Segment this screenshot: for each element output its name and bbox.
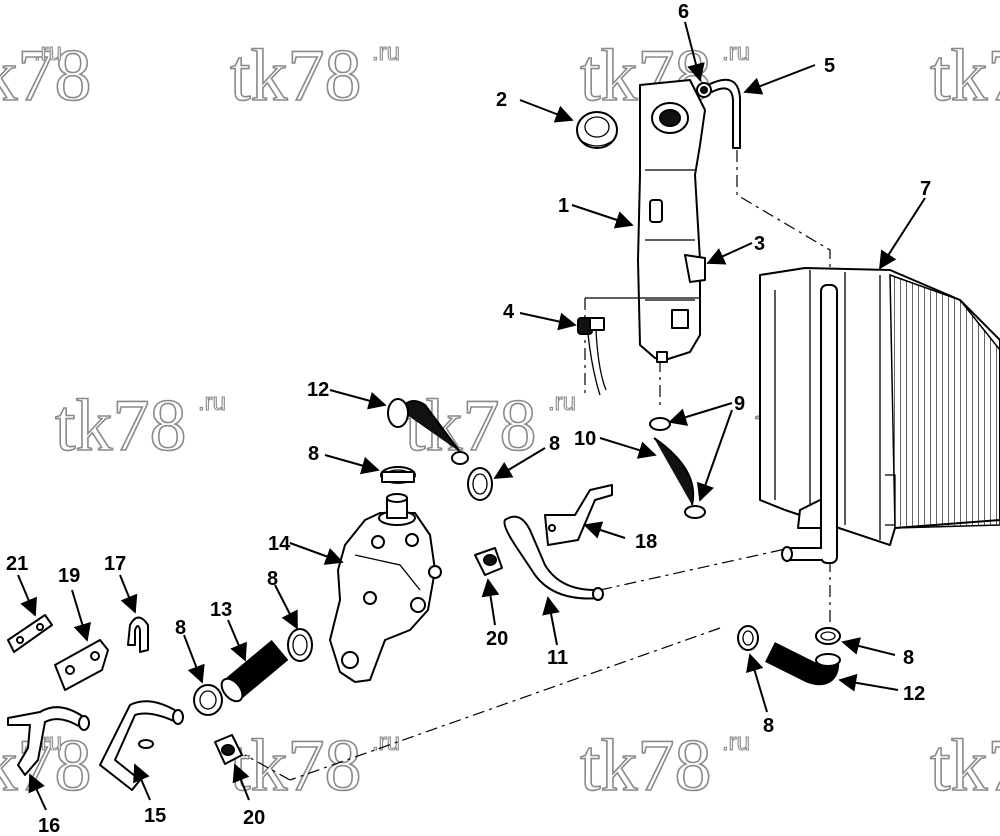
radiator <box>759 267 1000 546</box>
watermark: tk78 .ru <box>229 724 400 808</box>
clamp <box>287 628 313 662</box>
bracket-21 <box>7 614 53 653</box>
callout-12: 12 <box>903 683 925 705</box>
callout-8: 8 <box>903 647 914 669</box>
svg-text:tk78: tk78 <box>0 35 92 117</box>
callout-8: 8 <box>175 617 186 639</box>
expansion-tank <box>637 79 706 363</box>
hose-10 <box>649 417 706 519</box>
clip-17 <box>127 616 149 653</box>
clamp <box>193 684 223 716</box>
callout-10: 10 <box>574 428 596 450</box>
callout-8: 8 <box>267 568 278 590</box>
callout-11: 11 <box>547 647 568 669</box>
pipe-16 <box>7 706 90 776</box>
clamp <box>380 466 416 484</box>
callout-4: 4 <box>503 301 515 323</box>
svg-text:tk78: tk78 <box>55 385 187 467</box>
pipe-15 <box>99 700 184 791</box>
assembly-lines <box>244 150 831 781</box>
svg-text:.ru: .ru <box>722 39 750 66</box>
svg-text:.ru: .ru <box>548 389 576 416</box>
callout-15: 15 <box>144 805 166 827</box>
callout-21: 21 <box>6 553 28 575</box>
svg-text:tk78: tk78 <box>930 725 1000 807</box>
callout-9: 9 <box>734 393 745 415</box>
bracket-18 <box>544 484 613 546</box>
bleed-hose <box>696 78 741 149</box>
watermark: tk78 .ru <box>579 724 750 808</box>
leader-lines <box>17 21 926 811</box>
callout-2: 2 <box>496 89 507 111</box>
clamp <box>737 625 759 651</box>
svg-text:.ru: .ru <box>34 39 62 66</box>
svg-text:tk78: tk78 <box>930 35 1000 117</box>
clamp <box>815 627 841 645</box>
callout-20: 20 <box>486 628 508 650</box>
water-pump <box>329 493 442 683</box>
svg-text:.ru: .ru <box>198 389 226 416</box>
bracket-19 <box>54 639 109 691</box>
level-sensor <box>577 285 701 396</box>
watermark-group: tk78 .ru tk78 .ru tk78 .ru tk78 tk78 .ru… <box>0 34 1000 808</box>
watermark: tk78 <box>929 724 1000 808</box>
svg-text:.ru: .ru <box>722 729 750 756</box>
watermark: tk78 <box>929 34 1000 118</box>
callout-5: 5 <box>824 55 835 77</box>
callout-8: 8 <box>308 443 319 465</box>
radiator-outlet-pipe <box>781 284 838 564</box>
callout-8: 8 <box>549 433 560 455</box>
hose-clip-20 <box>214 734 243 765</box>
watermark: tk78 .ru <box>0 34 92 118</box>
svg-text:tk78: tk78 <box>580 725 712 807</box>
hose-13 <box>220 640 289 703</box>
hose-clip-20 <box>474 547 503 576</box>
callout-7: 7 <box>920 178 931 200</box>
callout-19: 19 <box>58 565 80 587</box>
callout-20: 20 <box>243 807 265 829</box>
svg-text:tk78: tk78 <box>0 725 92 807</box>
watermark: tk78 .ru <box>0 724 92 808</box>
callout-16: 16 <box>38 815 60 836</box>
callout-1: 1 <box>558 195 569 217</box>
clamp <box>467 467 493 501</box>
callout-3: 3 <box>754 233 765 255</box>
callout-6: 6 <box>678 1 689 23</box>
callout-18: 18 <box>635 531 657 553</box>
watermark: tk78 .ru <box>54 384 226 468</box>
callout-17: 17 <box>104 553 126 575</box>
hose-11 <box>503 515 604 601</box>
callout-12: 12 <box>307 379 329 401</box>
filler-cap <box>576 111 618 149</box>
callout-14: 14 <box>268 533 291 555</box>
hose-12-upper <box>387 398 469 465</box>
svg-text:tk78: tk78 <box>230 725 362 807</box>
watermark: tk78 .ru <box>229 34 400 118</box>
hose-12-lower <box>765 642 841 686</box>
callout-13: 13 <box>210 599 232 621</box>
svg-text:.ru: .ru <box>372 39 400 66</box>
svg-text:tk78: tk78 <box>230 35 362 117</box>
callout-labels: 1 2 3 4 5 6 7 8 8 8 8 8 8 9 10 11 12 12 … <box>6 1 931 836</box>
callout-8: 8 <box>763 715 774 737</box>
